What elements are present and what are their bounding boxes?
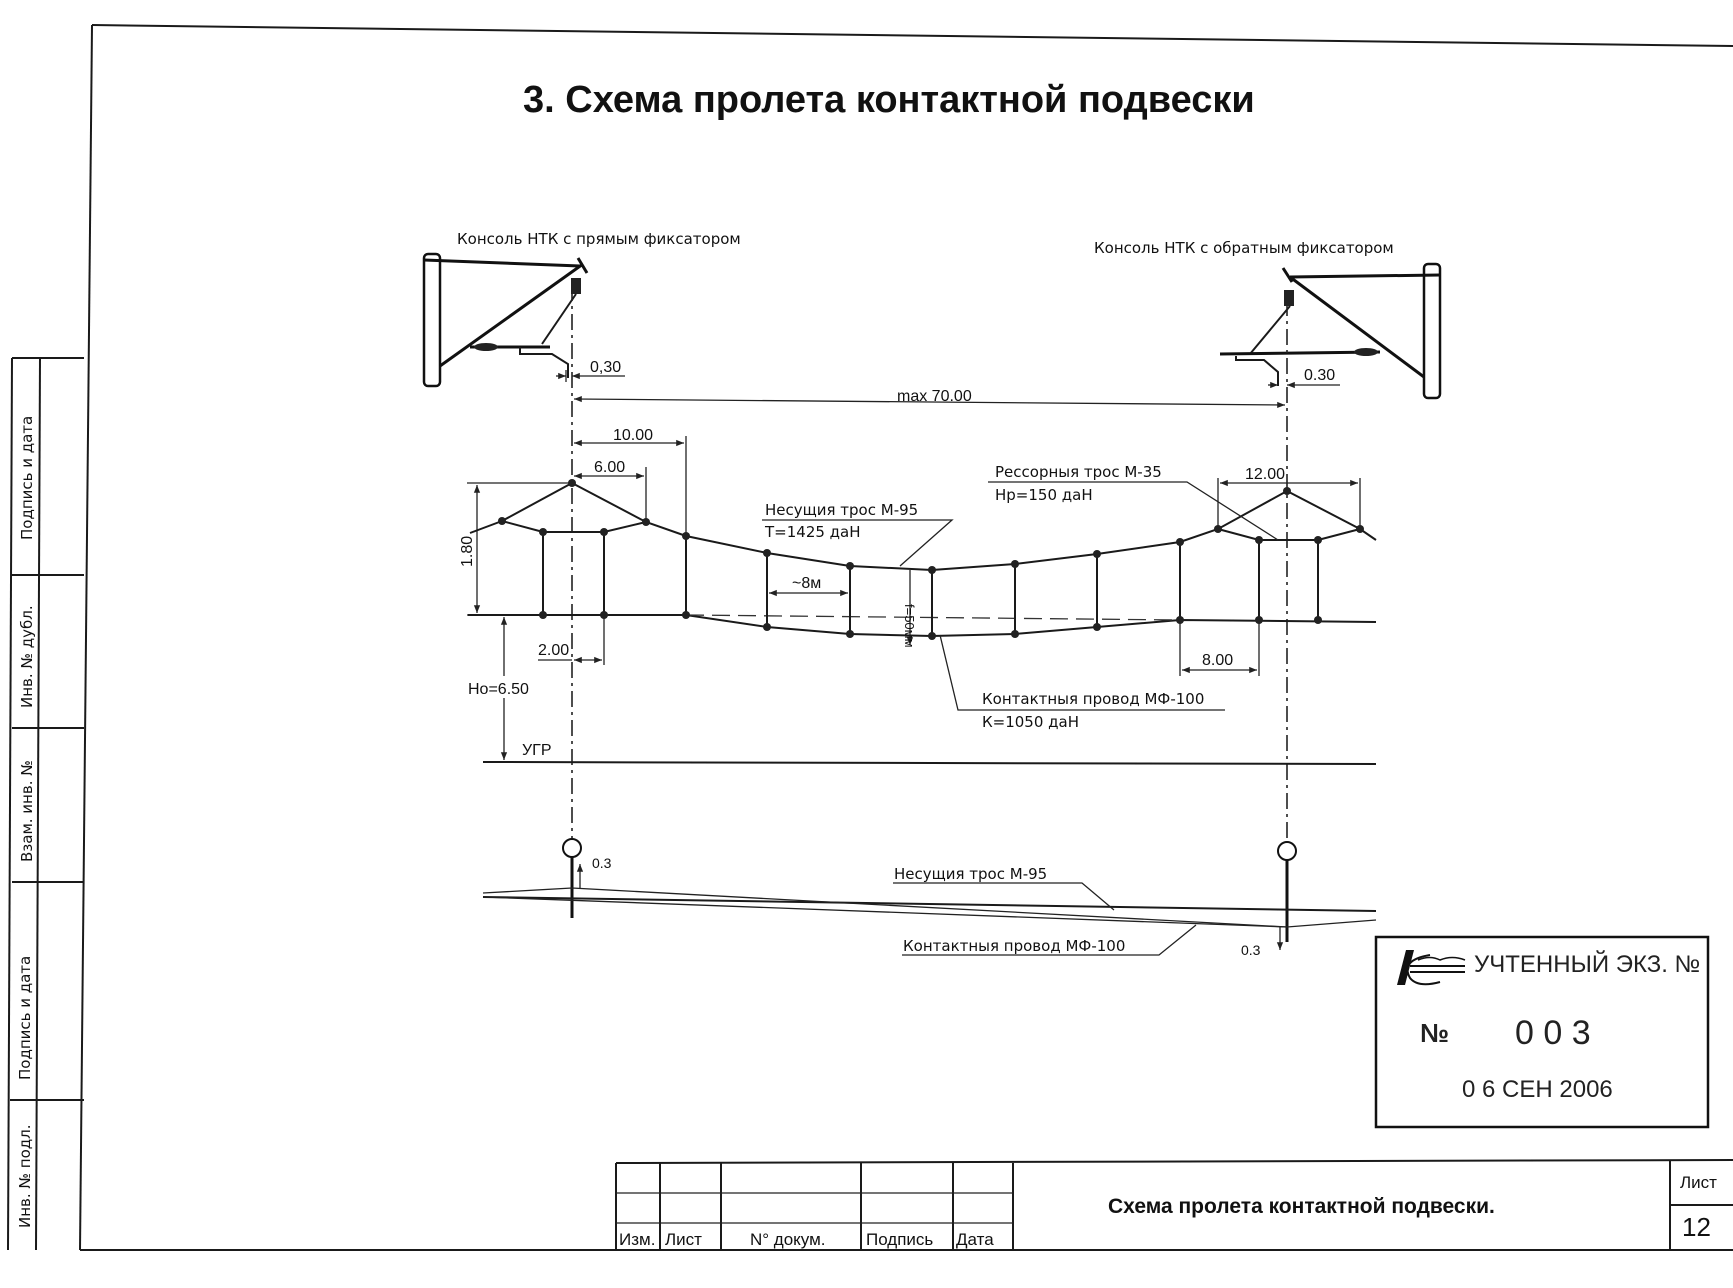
height-dimension: Hо=6.50 УГР xyxy=(465,617,1377,765)
stamp-header: УЧТЕННЫЙ ЭКЗ. № xyxy=(1474,950,1700,978)
left-console-diagonal xyxy=(439,262,584,368)
col-doc-no: N° докум. xyxy=(750,1230,826,1249)
offset-dim-left: 0,30 xyxy=(556,359,625,382)
side-field-orig-inv-no: Инв. № подл. xyxy=(16,1125,34,1228)
plan-contact-label: Контактныя провод МФ-100 xyxy=(903,937,1125,955)
side-field-signature-date-2: Подпись и дата xyxy=(16,956,34,1080)
side-strip: Подпись и дата Инв. № дубл. Взам. инв. №… xyxy=(7,357,84,1251)
contact-wire-callout: Контактныя провод МФ-100 К=1050 даН xyxy=(939,634,1225,731)
messenger-callout: Несущия трос М-95 Т=1425 даН xyxy=(762,501,954,567)
right-insulator xyxy=(1284,290,1294,306)
messenger-name: Несущия трос М-95 xyxy=(765,501,918,519)
page-title: 3. Схема пролета контактной подвески xyxy=(523,79,1255,121)
offset-right-label: 0.30 xyxy=(1304,367,1335,384)
dim-180: 1.80 xyxy=(459,482,570,616)
left-console: Консоль НТК с прямым фиксатором xyxy=(422,230,741,388)
plan-contact-zigzag xyxy=(482,896,1288,928)
col-list: Лист xyxy=(665,1230,702,1249)
frame-left-border xyxy=(79,24,93,1251)
col-date: Дата xyxy=(956,1230,994,1249)
dim-2-label: 2.00 xyxy=(538,642,569,659)
sheet-label: Лист xyxy=(1680,1173,1717,1192)
sheet-number: 12 xyxy=(1682,1212,1711,1242)
zigzag-up-label: 0.3 xyxy=(592,855,612,871)
rail-head-level-line xyxy=(482,761,1377,765)
left-pole-plan xyxy=(562,838,582,858)
registration-stamp: УЧТЕННЫЙ ЭКЗ. № № 0 0 3 0 6 СЕН 2006 xyxy=(1374,935,1710,1129)
title-block: Изм. Лист N° докум. Подпись Дата Схема п… xyxy=(615,1159,1733,1250)
left-pole xyxy=(422,252,442,388)
dim-6-left: 6.00 xyxy=(574,459,647,522)
dim-8-label: 8.00 xyxy=(1202,652,1233,669)
dim-8m: ~8м xyxy=(769,575,848,597)
spring-wire-callout: Рессорныя трос М-35 Нр=150 даН xyxy=(988,463,1279,541)
col-izm: Изм. xyxy=(619,1230,655,1249)
sheet-frame xyxy=(79,24,1733,1251)
col-signature: Подпись xyxy=(866,1230,933,1249)
stamp-number: 0 0 3 xyxy=(1515,1014,1591,1052)
dim-8m-label: ~8м xyxy=(792,575,821,592)
messenger-tension: Т=1425 даН xyxy=(764,523,861,541)
track-axis-line xyxy=(482,896,1377,912)
right-console-top-rod xyxy=(1289,273,1441,279)
wire-nodes xyxy=(498,479,1364,640)
contact-tension: К=1050 даН xyxy=(982,713,1079,731)
dim-10-left: 10.00 xyxy=(574,427,687,617)
right-pole-plan xyxy=(1277,841,1297,861)
right-pole xyxy=(1422,262,1442,400)
dim-8-right: 8.00 xyxy=(1179,620,1260,676)
spring-tension: Нр=150 даН xyxy=(995,486,1093,504)
messenger-wire xyxy=(469,481,1377,572)
dim-10-label: 10.00 xyxy=(613,427,653,444)
dim-12-right: 12.00 xyxy=(1217,466,1361,529)
side-field-replace-inv-no: Взам. инв. № xyxy=(18,760,36,862)
droppers xyxy=(542,532,1319,636)
height-label: Hо=6.50 xyxy=(468,681,529,698)
plan-view: 0.3 0.3 Несущия трос М-95 Контактныя про… xyxy=(482,838,1377,958)
contact-name: Контактныя провод МФ-100 xyxy=(982,690,1204,708)
span-dimension: max 70.00 xyxy=(573,388,1286,409)
sag-dimension: f=50мм xyxy=(902,570,917,648)
right-console-diagonal xyxy=(1289,275,1425,379)
left-console-label: Консоль НТК с прямым фиксатором xyxy=(457,230,741,248)
dim-12-label: 12.00 xyxy=(1245,466,1285,483)
drawing-name: Схема пролета контактной подвески. xyxy=(1108,1195,1495,1218)
right-console: Консоль НТК с обратным фиксатором xyxy=(1094,239,1442,400)
ugr-label: УГР xyxy=(522,742,552,759)
stamp-date: 0 6 СЕН 2006 xyxy=(1462,1076,1613,1103)
side-field-signature-date-1: Подпись и дата xyxy=(18,416,36,540)
span-label: max 70.00 xyxy=(897,388,972,405)
spring-name: Рессорныя трос М-35 xyxy=(995,463,1162,481)
sag-label: f=50мм xyxy=(902,604,917,648)
left-insulator xyxy=(571,278,581,294)
zigzag-down-label: 0.3 xyxy=(1241,942,1261,958)
offset-dim-right: 0.30 xyxy=(1268,367,1340,389)
frame-top-border xyxy=(91,24,1733,47)
right-console-label: Консоль НТК с обратным фиксатором xyxy=(1094,239,1394,257)
dim-6-label: 6.00 xyxy=(594,459,625,476)
plan-messenger-label: Несущия трос М-95 xyxy=(894,865,1047,883)
dim-2-left: 2.00 xyxy=(538,615,605,665)
plan-messenger-zigzag xyxy=(482,887,1377,928)
right-fixator xyxy=(1219,350,1381,356)
company-logo-icon xyxy=(1397,950,1466,986)
dim-180-label: 1.80 xyxy=(459,536,476,567)
side-field-dup-inv-no: Инв. № дубл. xyxy=(18,605,36,708)
left-console-top-rod xyxy=(423,258,581,268)
stamp-number-sign: № xyxy=(1420,1018,1449,1048)
offset-left-label: 0,30 xyxy=(590,359,621,376)
